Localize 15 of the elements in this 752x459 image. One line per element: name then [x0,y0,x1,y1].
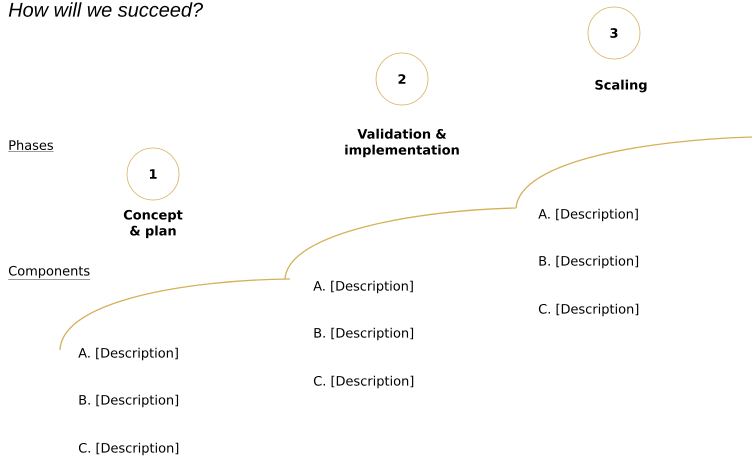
description-text: B. [Description] [314,328,414,340]
description-text: A. [Description] [78,348,178,360]
phase-title: Validation & implementation [345,128,459,158]
description-text: C. [Description] [314,376,414,388]
description-text: C. [Description] [538,304,638,316]
description-text: B. [Description] [539,256,638,268]
description-text: C. [Description] [78,442,178,456]
description-text: A. [Description] [313,280,413,294]
phase-title: Scaling [595,80,646,92]
description-text: B. [Description] [79,394,178,408]
section-label: Components [8,266,90,280]
phase-title: Concept & plan [124,210,182,238]
title: How will we succeed? [8,2,203,17]
description-text: A. [Description] [538,208,638,222]
section-label: Phases [8,140,54,152]
